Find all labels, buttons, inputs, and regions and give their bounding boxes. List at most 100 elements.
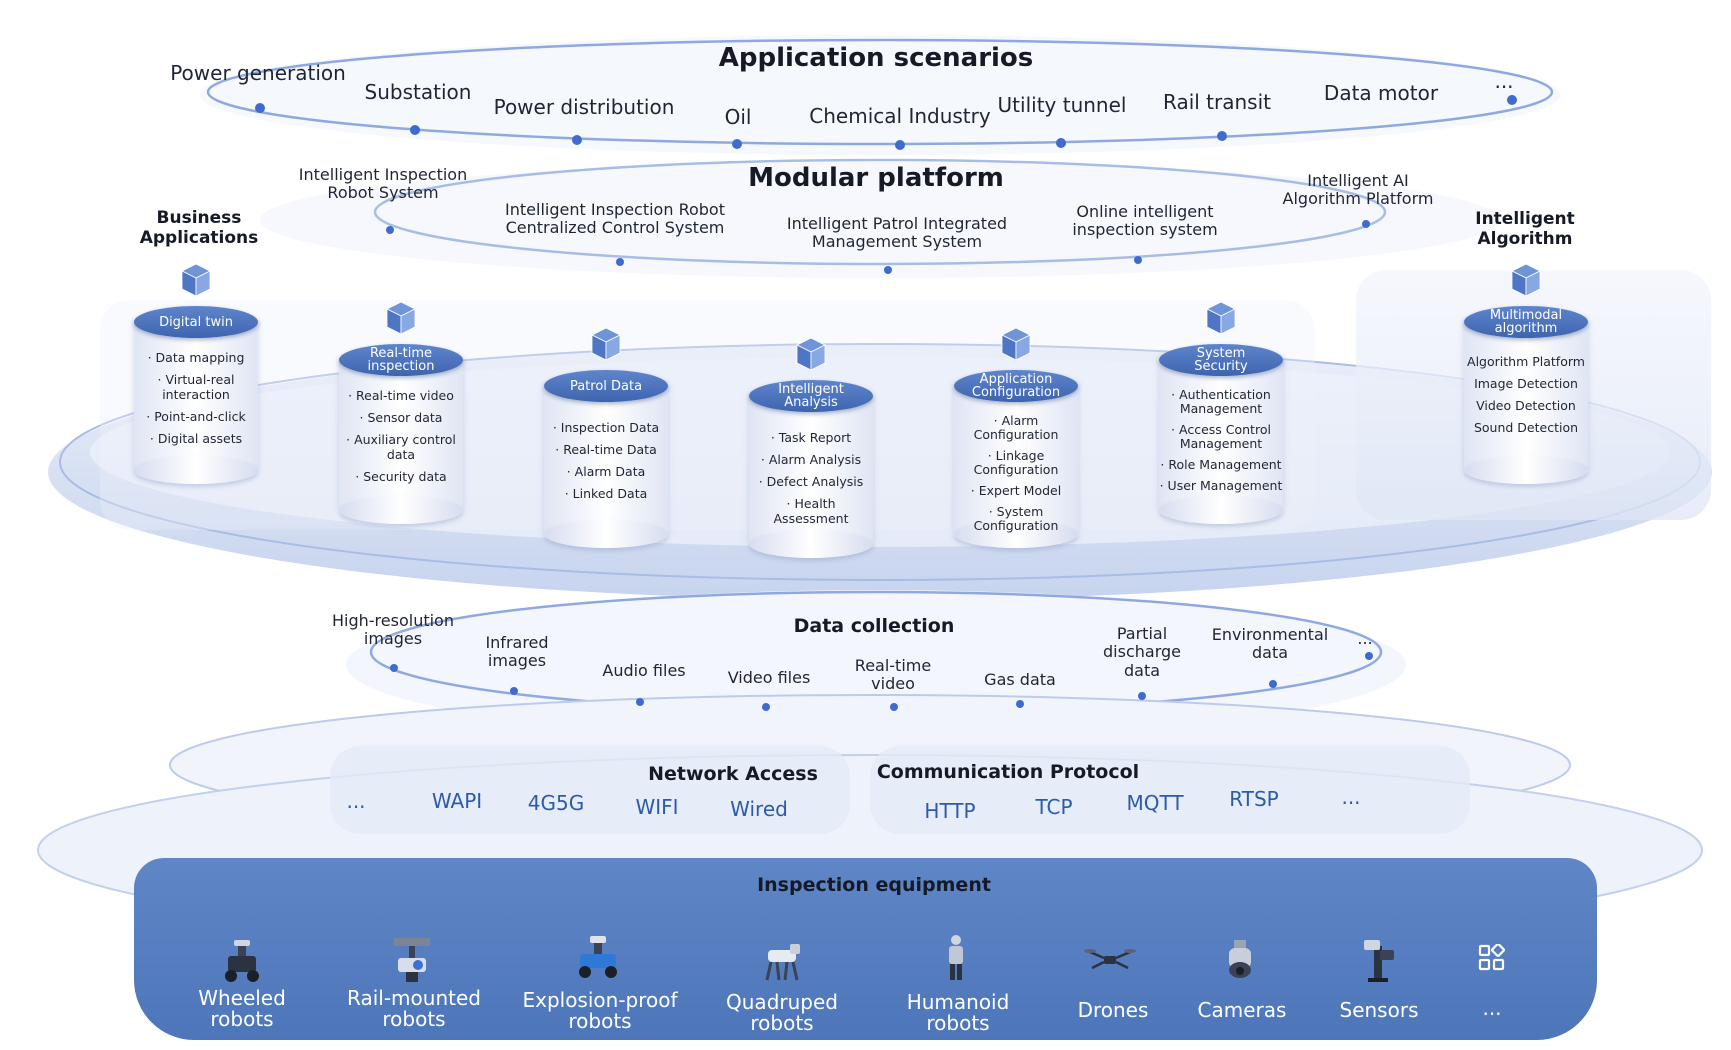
module-item: · Linked Data [564,486,648,501]
scenario-label: Substation [364,80,472,104]
equipment-label: Quadruped robots [726,990,838,1035]
sensor-icon [1364,940,1394,982]
module-real-time-inspection: Real-time inspection · Real-time video ·… [339,344,463,524]
module-item: · Data mapping [147,350,245,365]
cube-icon [591,327,621,361]
data-type-label: Audio files [602,661,686,680]
inspection-equipment-panel [134,858,1597,1040]
scenario-label: Utility tunnel [997,93,1127,117]
platform-system-label: Intelligent Inspection Robot Centralized… [505,200,725,238]
module-item: · Access Control Management [1171,422,1271,451]
equipment-label: Sensors [1339,998,1419,1022]
data-type-label: Gas data [984,670,1056,689]
network-type-label: WIFI [635,795,679,819]
module-item: · Role Management [1160,457,1282,472]
module-item: · User Management [1159,478,1283,493]
data-type-label: ... [1357,629,1373,648]
camera-icon [1229,940,1251,978]
inspection-equipment-title: Inspection equipment [757,874,991,896]
humanoid-robot-icon [949,935,963,980]
cube-icon [1206,301,1236,335]
data-type-label: High-resolution images [332,611,454,649]
equipment-label: ... [1482,996,1502,1020]
module-title: Digital twin [134,306,258,338]
rail-robot-icon [394,938,430,982]
platform-system-label: Intelligent Inspection Robot System [298,165,468,203]
protocol-label: ... [1341,785,1361,809]
platform-system-label: Online intelligent inspection system [1072,202,1218,240]
module-digital-twin: Digital twin · Data mapping · Virtual-re… [134,306,258,484]
data-type-label: Real-time video [854,656,932,694]
scenario-label: Power generation [170,61,346,85]
grid-icon [1478,944,1506,971]
module-item: · Alarm Configuration [973,413,1059,442]
module-application-configuration: Application Configuration · Alarm Config… [954,370,1078,548]
wheeled-robot-icon [225,940,259,982]
cube-icon [796,337,826,371]
module-item: · Expert Model [970,483,1062,498]
equipment-label: Explosion-proof robots [522,988,678,1033]
data-type-label: Environmental data [1211,625,1329,663]
network-type-label: 4G5G [527,791,585,815]
business-applications-title: Business Applications [139,208,259,248]
scenario-label: Data motor [1323,81,1439,105]
module-item: · Virtual-real interaction [157,372,235,402]
equipment-label: Wheeled robots [198,986,286,1031]
drone-icon [1084,949,1136,970]
data-type-label: Infrared images [485,633,549,671]
modular-platform-title: Modular platform [748,163,1004,193]
network-type-label: WAPI [431,789,483,813]
module-title: Real-time inspection [339,344,463,376]
module-item: · Authentication Management [1171,387,1271,416]
module-title: Application Configuration [954,370,1078,402]
module-item: · Point-and-click [146,409,246,424]
module-item: · Digital assets [149,431,243,446]
module-item: · Inspection Data [552,420,660,435]
module-item: · Linkage Configuration [973,448,1059,477]
module-item: · Auxiliary control data [346,432,456,462]
communication-protocol-title: Communication Protocol [876,761,1140,783]
module-patrol-data: Patrol Data · Inspection Data · Real-tim… [544,370,668,548]
module-item: · Real-time video [348,388,454,403]
protocol-label: MQTT [1126,791,1184,815]
explosion-proof-robot-icon [579,936,617,978]
module-item: Video Detection [1476,398,1576,413]
module-title: System Security [1159,344,1283,376]
cube-icon [1001,327,1031,361]
module-item: · Real-time Data [555,442,657,457]
data-collection-title: Data collection [793,615,955,637]
data-type-label: Partial discharge data [1103,624,1181,680]
network-access-title: Network Access [648,763,818,785]
scenario-label: ... [1494,69,1514,93]
module-item: · Defect Analysis [758,474,864,489]
protocol-label: RTSP [1229,787,1279,811]
equipment-label: Rail-mounted robots [347,986,481,1031]
equipment-label: Cameras [1197,998,1287,1022]
module-item: · Sensor data [359,410,443,425]
module-title: Patrol Data [544,370,668,402]
module-title: Multimodal algorithm [1464,306,1588,338]
data-type-label: Video files [727,668,811,687]
cube-icon [386,301,416,335]
module-item: · System Configuration [973,504,1059,533]
cube-icon [1511,263,1541,297]
module-item: · Alarm Data [566,464,646,479]
scenario-label: Oil [724,105,752,129]
platform-system-label: Intelligent AI Algorithm Platform [1282,171,1434,209]
protocol-label: HTTP [924,799,976,823]
module-item: · Health Assessment [773,496,849,526]
equipment-label: Humanoid robots [906,990,1010,1035]
network-type-label: Wired [730,797,788,821]
network-type-label: ... [346,789,366,813]
module-multimodal-algorithm: Multimodal algorithm Algorithm Platform … [1464,306,1588,484]
equipment-label: Drones [1077,998,1149,1022]
cube-icon [181,263,211,297]
platform-system-label: Intelligent Patrol Integrated Management… [786,214,1008,252]
module-system-security: System Security · Authentication Managem… [1159,344,1283,524]
module-item: · Task Report [770,430,852,445]
module-item: Algorithm Platform [1467,354,1585,369]
scenario-label: Power distribution [493,95,675,119]
module-item: Image Detection [1474,376,1578,391]
module-item: · Alarm Analysis [760,452,862,467]
module-item: Sound Detection [1473,420,1579,435]
